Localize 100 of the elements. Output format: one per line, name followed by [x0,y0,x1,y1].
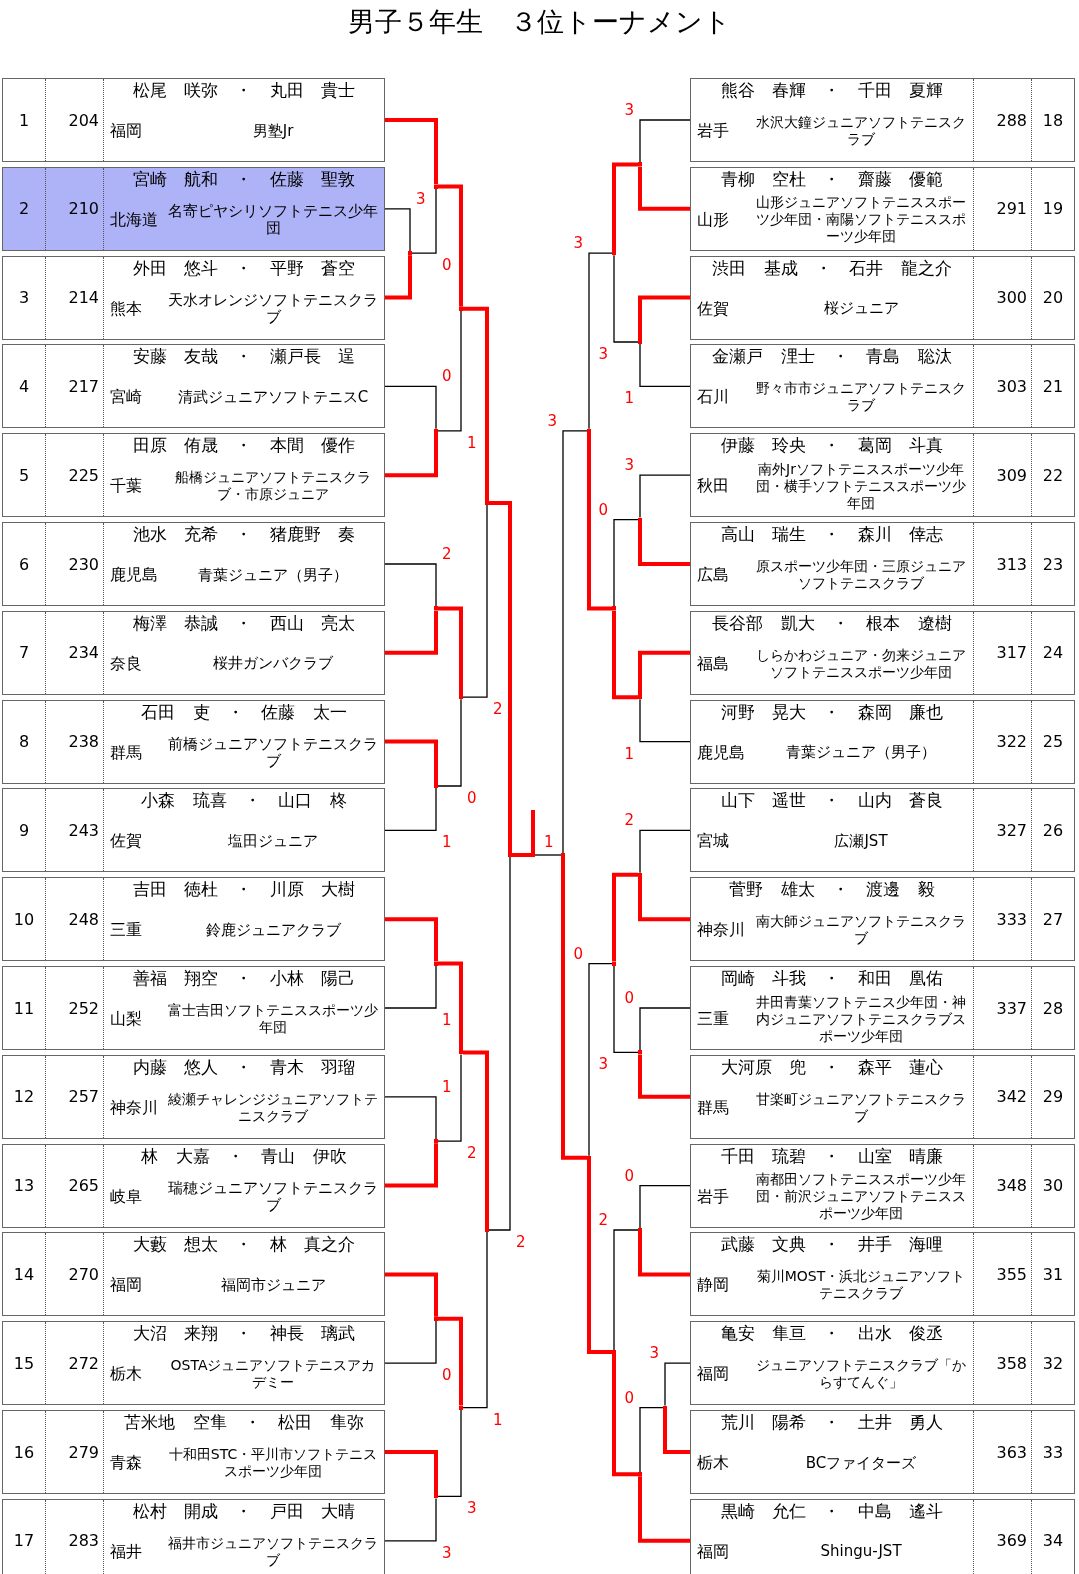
club-name: 南外Jrソフトテニススポーツ少年団・横手ソフトテニススポーツ少年団 [755,459,967,513]
entry-box [690,433,1075,518]
score-label: 1 [492,1412,504,1428]
prefecture-name: 広島 [697,565,729,584]
prefecture-name: 福井 [110,1541,142,1561]
club-name: 南大師ジュニアソフトテニスクラブ [755,912,967,949]
entry-box [690,610,1075,695]
seed-number: 12 [3,1055,46,1138]
bracket-line [463,1050,489,1228]
bracket-junction [638,517,642,522]
seed-number: 6 [3,523,46,605]
entry-number: 283 [46,1499,104,1574]
score-label: 1 [623,746,635,762]
player-names: 林 大嘉 ・ 青山 伊吹 [140,1145,348,1166]
bracket-junction [408,251,412,256]
entry-box [690,1054,1075,1139]
prefecture-name: 神奈川 [110,1097,158,1117]
club-name: 船橋ジュニアソフトテニスクラブ・市原ジュニア [174,468,372,505]
bracket-line [488,856,511,1231]
bracket-junction [638,695,642,700]
prefecture-name: 宮崎 [110,387,142,407]
club-name: 菊川MOST・浜北ジュニアソフトテニスクラブ [755,1267,967,1304]
seed-number: 19 [1031,167,1074,250]
club-name: 名寄ピヤシリソフトテニス少年団 [167,200,379,239]
player-names: 山下 遥世 ・ 山内 蒼良 [719,790,945,811]
entry-box [690,78,1075,162]
entry-box [2,1410,385,1494]
entry-box [690,255,1075,340]
prefecture-name: 佐賀 [697,298,729,318]
player-names: 外田 悠斗 ・ 平野 蒼空 [131,257,357,278]
club-name: OSTAジュニアソフトテニスアカデミー [169,1356,377,1393]
entry-box [690,1143,1075,1228]
prefecture-name: 宮城 [697,831,729,851]
player-names: 小森 琉喜 ・ 山口 柊 [140,790,348,811]
bracket-line [638,650,690,696]
bracket-line [612,872,638,962]
bracket-junction [612,1350,616,1355]
bracket-line [438,184,463,307]
seed-number: 25 [1031,700,1074,783]
bracket-line [385,118,438,185]
entry-box [2,1498,385,1574]
club-name: 原スポーツ少年団・三原ジュニアソフトテニスクラブ [755,557,967,593]
player-names: 金瀬戸 浬士 ・ 青島 聡汰 [711,346,953,367]
bracket-line [384,208,411,252]
prefecture-name: 熊本 [110,298,142,318]
entry-number: 265 [46,1144,104,1227]
entry-number: 252 [46,967,104,1049]
prefecture-name: 岐阜 [110,1186,142,1206]
prefecture-name: 北海道 [110,209,158,229]
bracket-junction [434,1139,438,1144]
player-names: 大河原 兜 ・ 森平 蓮心 [719,1056,945,1077]
bracket-junction [612,251,616,256]
entry-number: 363 [973,1411,1031,1493]
bracket-junction [561,853,565,857]
club-name: 青葉ジュニア（男子） [785,742,937,764]
bracket-line [385,1143,438,1188]
score-label: 0 [623,1168,635,1184]
bracket-line [612,162,638,252]
score-label: 3 [597,347,609,362]
bracket-line [437,698,462,787]
seed-number: 10 [3,878,46,961]
bracket-line [437,1053,462,1142]
entry-number: 333 [973,878,1031,961]
seed-number: 33 [1031,1411,1074,1493]
bracket-line [613,1229,639,1351]
player-names: 高山 瑞生 ・ 森川 倖志 [719,524,945,544]
entry-number: 243 [46,789,104,872]
bracket-line [462,1231,488,1409]
bracket-line [437,1408,462,1498]
seed-number: 18 [1031,79,1074,161]
player-names: 菅野 雄太 ・ 渡邊 毅 [728,879,936,900]
club-name: 十和田STC・平川市ソフトテニススポーツ少年団 [167,1445,379,1481]
entry-box [690,1498,1075,1574]
bracket-line [385,917,438,962]
player-names: 吉田 徳杜 ・ 川原 大樹 [131,879,357,900]
prefecture-name: 群馬 [697,1097,729,1117]
seed-number: 8 [3,700,46,783]
bracket-junction [485,500,489,505]
entry-box [690,699,1075,784]
club-name: 瑞穂ジュニアソフトテニスクラブ [167,1177,379,1216]
score-label: 1 [441,1013,453,1028]
seed-number: 23 [1031,523,1074,605]
bracket-line [664,1362,691,1407]
entry-number: 214 [46,256,104,339]
player-names: 黒崎 允仁 ・ 中島 遙斗 [719,1500,945,1521]
bracket-junction [434,606,438,611]
entry-number: 309 [973,434,1031,517]
seed-number: 15 [3,1322,46,1405]
player-names: 河野 晃大 ・ 森岡 廉也 [719,701,945,722]
player-names: 岡崎 斗我 ・ 和田 凰佑 [719,968,945,988]
prefecture-name: 鹿児島 [110,565,158,584]
bracket-line [385,1450,438,1495]
club-name: ジュニアソフトテニスクラブ「からすてんぐ」 [755,1356,967,1393]
entry-box [2,966,385,1050]
entry-number: 210 [46,167,104,250]
player-names: 梅澤 恭誠 ・ 西山 亮太 [131,612,357,633]
prefecture-name: 福岡 [110,121,142,140]
score-label: 1 [466,435,478,451]
entry-box [2,1054,385,1139]
player-names: 松村 開成 ・ 戸田 大晴 [131,1500,357,1521]
